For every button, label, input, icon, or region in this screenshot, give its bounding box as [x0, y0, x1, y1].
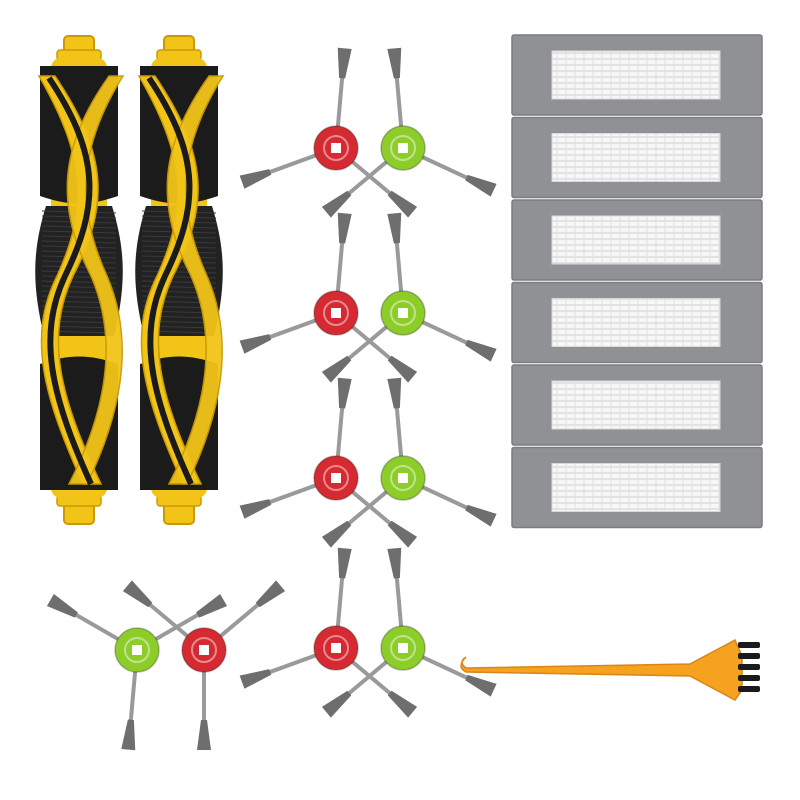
brush-bristles: [197, 720, 211, 750]
tool-bristles: [738, 642, 760, 648]
side-brush-10: [122, 580, 286, 750]
brush-bristles: [337, 212, 352, 244]
cleaning-tool: [460, 638, 760, 701]
filter-media: [551, 215, 721, 265]
hepa-filter-4: [511, 281, 763, 364]
filter-media: [551, 133, 721, 182]
hub-socket: [331, 143, 341, 153]
brush-bristles: [387, 690, 418, 718]
brush-bristles: [196, 593, 228, 618]
hepa-filters: [511, 34, 763, 529]
brush-bristles: [239, 334, 272, 354]
filter-media: [551, 50, 721, 100]
hub-socket: [398, 473, 408, 483]
hub-socket: [398, 308, 408, 318]
brush-bristles: [465, 504, 497, 527]
brush-bristles: [239, 169, 272, 189]
filter-media: [551, 463, 721, 512]
hub-socket: [398, 143, 408, 153]
side-brush-8: [321, 547, 497, 718]
brush-bristles: [121, 719, 136, 751]
hepa-filter-2: [511, 116, 763, 199]
brush-bristles: [337, 377, 352, 409]
hub-socket: [398, 643, 408, 653]
brush-bristles: [387, 47, 402, 79]
brush-bristles: [465, 174, 497, 197]
brush-bristles: [255, 580, 286, 608]
side-brush-3: [239, 212, 418, 383]
brush-bristles: [387, 190, 418, 218]
side-brush-1: [239, 47, 418, 218]
hub-socket: [331, 643, 341, 653]
roller-brush-2: [135, 35, 225, 525]
side-brush-9: [46, 593, 228, 751]
brush-bristles: [122, 580, 153, 608]
cleaning-brush-tool: [460, 638, 760, 701]
filter-media: [551, 298, 721, 347]
hub-socket: [132, 645, 142, 655]
tool-bristles: [738, 686, 760, 692]
hepa-filter-5: [511, 364, 763, 446]
brush-bristles: [337, 547, 352, 579]
filter-media: [551, 380, 721, 430]
brush-bristles: [387, 547, 402, 579]
brush-bristles: [387, 212, 402, 244]
brush-bristles: [465, 674, 497, 697]
side-brush-7: [239, 547, 418, 718]
side-brush-6: [321, 377, 497, 548]
brush-bristles: [387, 520, 418, 548]
tool-bristles: [738, 653, 760, 659]
tool-bristles: [738, 675, 760, 681]
brush-bristles: [387, 377, 402, 409]
brush-bristles: [321, 190, 352, 218]
brush-bristles: [321, 690, 352, 718]
main-brush-rollers: [35, 35, 225, 525]
brush-bristles: [46, 593, 78, 618]
hub-socket: [331, 308, 341, 318]
side-brush-4: [321, 212, 497, 383]
hub-socket: [199, 645, 209, 655]
brush-bristles: [239, 669, 272, 689]
brush-bristles: [321, 520, 352, 548]
hub-socket: [331, 473, 341, 483]
brush-bristles: [239, 499, 272, 519]
tool-handle: [460, 638, 743, 701]
roller-brush-1: [35, 35, 125, 525]
hepa-filter-3: [511, 199, 763, 281]
brush-bristles: [337, 47, 352, 79]
side-brushes: [46, 47, 497, 751]
hepa-filter-1: [511, 34, 763, 116]
brush-bristles: [465, 339, 497, 362]
tool-bristles: [738, 664, 760, 670]
brush-bristles: [387, 355, 418, 383]
brush-bristles: [321, 355, 352, 383]
hepa-filter-6: [511, 446, 763, 529]
side-brush-5: [239, 377, 418, 548]
side-brush-2: [321, 47, 497, 218]
